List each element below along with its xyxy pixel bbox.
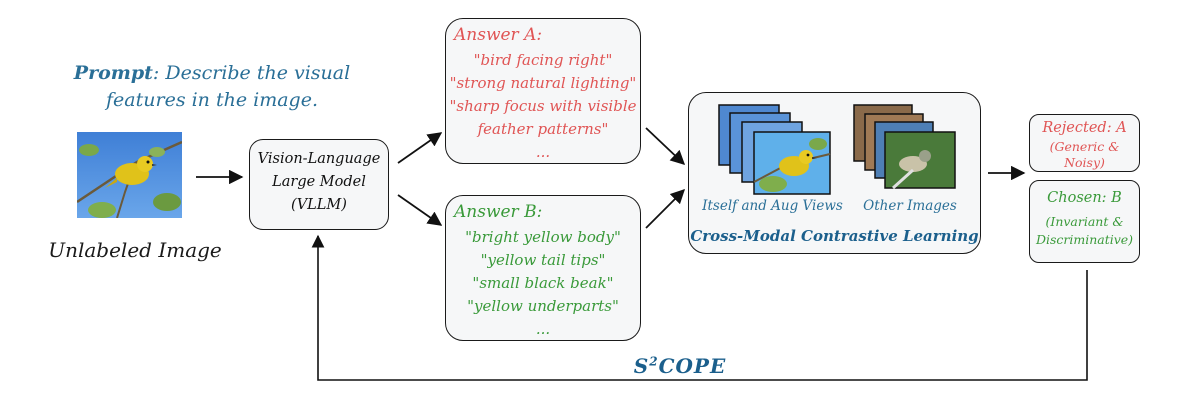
- unlabeled-image-caption: Unlabeled Image: [48, 238, 222, 262]
- unlabeled-bird-image: [77, 132, 182, 218]
- prompt-line1: : Describe the visual: [152, 62, 351, 84]
- rejected-box: Rejected: A (Generic & Noisy): [1029, 114, 1140, 172]
- chosen-line1: Chosen: B: [1047, 190, 1122, 206]
- scope-label-s: S: [633, 354, 650, 378]
- scope-method-label: S2COPE: [500, 354, 860, 378]
- rejected-line2: (Generic &: [1049, 139, 1120, 154]
- scope-label-sup: 2: [649, 354, 659, 369]
- prompt-text: Prompt: Describe the visual features in …: [62, 60, 362, 114]
- answer-a-line: ...: [535, 143, 551, 161]
- vllm-line2: Large Model: [272, 174, 366, 190]
- arrow-answer-a-to-contrastive: [645, 127, 686, 165]
- feedback-loop-arrow: [311, 234, 1088, 381]
- chosen-box: Chosen: B (Invariant & Discriminative): [1029, 180, 1140, 263]
- prompt-label: Prompt: [73, 62, 153, 84]
- vllm-box: Vision-Language Large Model (VLLM): [249, 139, 389, 230]
- contrastive-learning-title: Cross-Modal Contrastive Learning: [690, 227, 979, 245]
- answer-a-line: "sharp focus with visible: [449, 97, 637, 115]
- rejected-line1: Rejected: A: [1042, 120, 1127, 136]
- itself-aug-views-label: Itself and Aug Views: [702, 198, 843, 214]
- augmented-views-stack: [718, 104, 831, 195]
- scope-label-rest: COPE: [658, 354, 727, 378]
- answer-a-line: feather patterns": [477, 120, 609, 138]
- arrow-vllm-to-answer-a: [397, 132, 443, 164]
- answer-a-line: "strong natural lighting": [449, 74, 637, 92]
- answer-b-line: "bright yellow body": [465, 228, 621, 246]
- chosen-line3: Discriminative): [1035, 232, 1134, 247]
- prompt-line2: features in the image.: [106, 89, 318, 111]
- chosen-line2: (Invariant &: [1045, 214, 1124, 229]
- answer-b-line: "yellow underparts": [467, 297, 619, 315]
- answer-b-box: Answer B: "bright yellow body" "yellow t…: [445, 195, 641, 341]
- other-images-label: Other Images: [863, 198, 957, 214]
- other-images-stack: [853, 104, 956, 190]
- answer-a-title: Answer A:: [454, 25, 543, 45]
- answer-a-box: Answer A: "bird facing right" "strong na…: [445, 18, 641, 164]
- answer-b-title: Answer B:: [454, 202, 543, 222]
- answer-a-line: "bird facing right": [473, 51, 613, 69]
- vllm-line3: (VLLM): [291, 197, 347, 213]
- answer-b-line: ...: [535, 320, 551, 338]
- other-image-front: [884, 131, 956, 190]
- rejected-line3: Noisy): [1064, 155, 1105, 170]
- augmented-view-front: [753, 131, 831, 195]
- vllm-line1: Vision-Language: [257, 151, 381, 167]
- answer-b-line: "small black beak": [472, 274, 614, 292]
- answer-b-line: "yellow tail tips": [480, 251, 606, 269]
- arrow-vllm-to-answer-b: [397, 194, 443, 226]
- arrow-answer-b-to-contrastive: [645, 188, 686, 229]
